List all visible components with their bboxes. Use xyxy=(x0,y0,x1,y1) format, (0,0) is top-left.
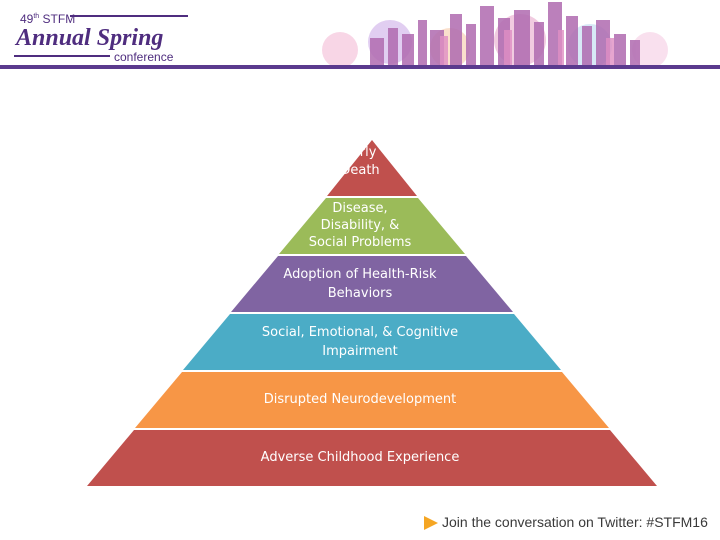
play-arrow-icon xyxy=(424,516,438,530)
pyramid-tier-2-shape xyxy=(279,198,465,254)
pyramid-tier-1-shape xyxy=(327,140,417,196)
tier-1-line-2: Death xyxy=(340,163,380,178)
pyramid-tier-5-label: Disrupted Neurodevelopment xyxy=(160,391,560,408)
tier-5-line-1: Disrupted Neurodevelopment xyxy=(263,392,457,407)
conference-logo: 49th STFM Annual Spring conference xyxy=(14,12,194,66)
pyramid-tier-4-shape xyxy=(183,314,561,370)
tier-1-line-1: Early xyxy=(343,145,377,160)
tier-4-line-2: Impairment xyxy=(322,344,398,359)
pyramid-tier-3-shape xyxy=(231,256,513,312)
twitter-hashtag-text: Join the conversation on Twitter: #STFM1… xyxy=(442,514,708,530)
tier-2-line-1: Disease, xyxy=(332,201,388,216)
logo-rule-bottom xyxy=(14,55,110,57)
tier-6-line-1: Adverse Childhood Experience xyxy=(260,450,460,465)
pyramid-tier-6-shape xyxy=(87,430,657,486)
logo-rule-top xyxy=(70,15,188,17)
header-divider xyxy=(0,65,720,69)
city-skyline-graphic xyxy=(322,2,668,66)
pyramid-tier-5-shape xyxy=(135,372,609,428)
tier-3-line-1: Adoption of Health-Risk xyxy=(283,267,437,282)
tier-2-line-3: Social Problems xyxy=(308,235,412,250)
logo-subtitle: conference xyxy=(114,50,174,64)
pyramid-tier-6-label: Adverse Childhood Experience xyxy=(160,449,560,466)
conference-header: 49th STFM Annual Spring conference xyxy=(0,0,720,70)
tier-2-line-2: Disability, & xyxy=(320,218,400,233)
tier-4-line-1: Social, Emotional, & Cognitive xyxy=(261,325,459,340)
logo-title: Annual Spring xyxy=(16,25,164,51)
pyramid-tier-2-label: Disease, Disability, & Social Problems xyxy=(160,200,560,251)
pyramid-tier-3-label: Adoption of Health-Risk Behaviors xyxy=(160,266,560,302)
tier-3-line-2: Behaviors xyxy=(327,286,393,301)
logo-edition: 49th STFM xyxy=(20,12,76,26)
pyramid-tier-4-label: Social, Emotional, & Cognitive Impairmen… xyxy=(160,324,560,360)
pyramid-tier-1-label: Early Death xyxy=(160,144,560,179)
twitter-footer: Join the conversation on Twitter: #STFM1… xyxy=(420,512,720,534)
